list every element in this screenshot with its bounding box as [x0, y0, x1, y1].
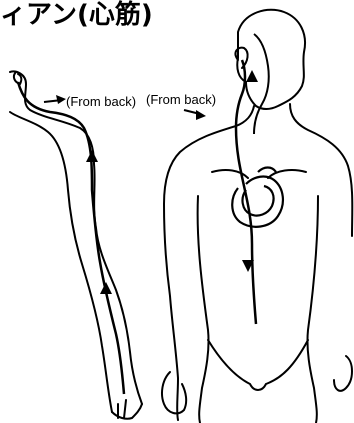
meridian-path-face: [254, 34, 269, 134]
torso-right: [307, 196, 318, 423]
heart-icon: [232, 168, 283, 227]
meridian-path-arm: [18, 82, 124, 394]
right-hand-outline: [334, 356, 352, 391]
arm-arrow-up-2: [100, 282, 112, 294]
torso-left: [198, 196, 209, 423]
neck-shoulders: [164, 106, 254, 420]
meridian-path-body: [236, 60, 256, 324]
left-label-arrow: [44, 95, 66, 104]
body-arrow-up: [246, 70, 258, 82]
arm-outline-lower: [10, 112, 112, 412]
left-hand-outline: [162, 372, 186, 413]
pelvis-lines: [208, 340, 308, 390]
arm-arrow-up-1: [86, 150, 98, 162]
arm-hand-outline: [112, 400, 142, 419]
right-label-arrow: [184, 110, 206, 120]
